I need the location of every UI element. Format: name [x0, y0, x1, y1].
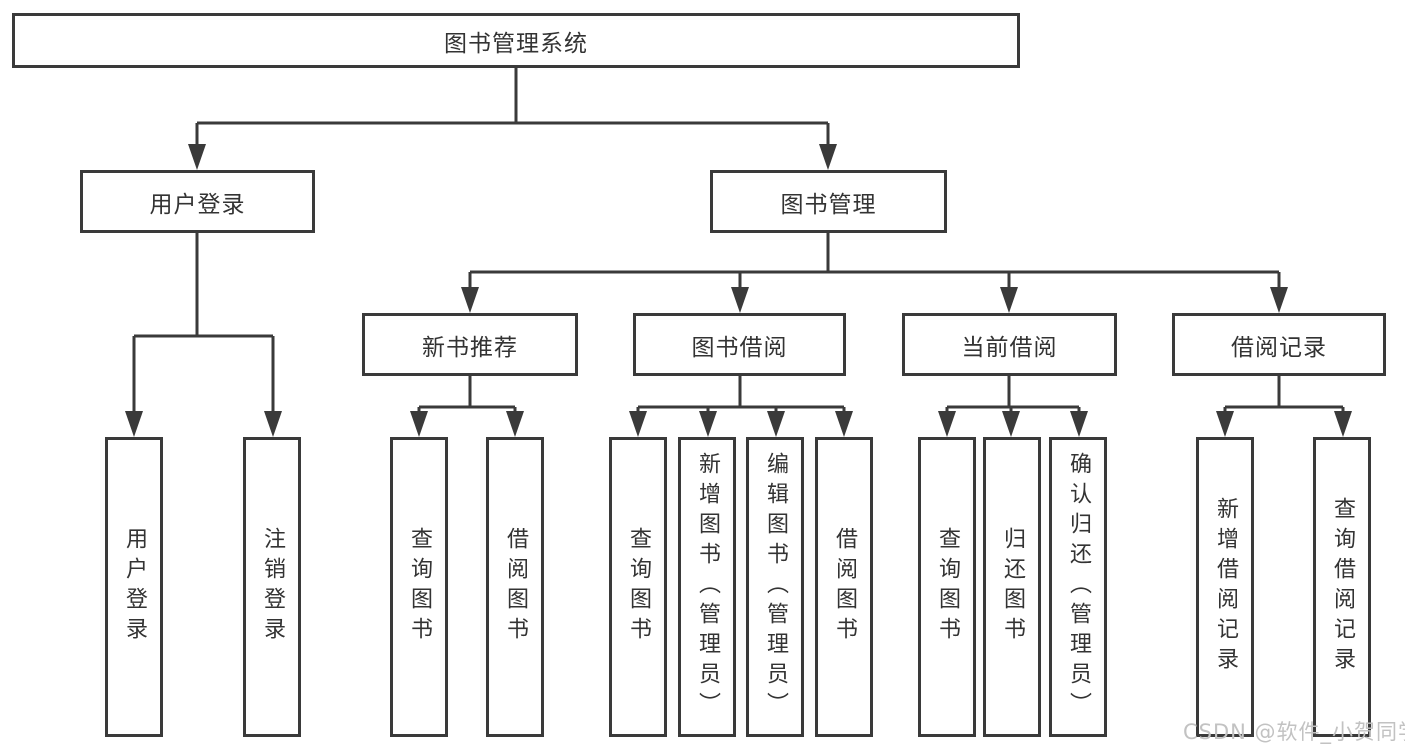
node-logout-label: 注销登录 [260, 527, 285, 647]
connector-current-borrow-children [945, 376, 1081, 413]
node-rec-query-book-label: 查询图书 [407, 527, 432, 647]
node-cb-confirm-return-label: 确认归还（管理员） [1066, 452, 1091, 722]
node-book-mgmt: 图书管理 [710, 170, 947, 233]
node-rec-borrow-book: 借阅图书 [486, 437, 544, 737]
node-cb-query-book: 查询图书 [918, 437, 976, 737]
node-br-query-record-label: 查询借阅记录 [1330, 497, 1355, 677]
node-new-book-rec-label: 新书推荐 [422, 334, 518, 361]
arrowhead-icon [1000, 287, 1018, 313]
node-cb-return-book-label: 归还图书 [1000, 527, 1025, 647]
connector-book-borrow-children [636, 376, 846, 413]
node-cb-confirm-return: 确认归还（管理员） [1049, 437, 1107, 737]
arrowhead-icon [125, 411, 143, 437]
arrowhead-icon [1070, 411, 1088, 437]
connector-borrow-record-children [1223, 376, 1345, 413]
arrowhead-icon [506, 411, 524, 437]
connector-book-mgmt-children [468, 233, 1281, 289]
node-login-label: 用户登录 [122, 527, 147, 647]
node-br-add-record: 新增借阅记录 [1196, 437, 1254, 737]
arrowhead-icon [629, 411, 647, 437]
watermark: CSDN @软件_小贺同学 [1183, 720, 1405, 744]
node-user-login: 用户登录 [80, 170, 315, 233]
node-bb-add-book-label: 新增图书（管理员） [695, 452, 720, 722]
arrowhead-icon [1334, 411, 1352, 437]
node-bb-query-book: 查询图书 [609, 437, 667, 737]
node-root-label: 图书管理系统 [444, 30, 588, 57]
connector-root-to-level2 [195, 68, 830, 146]
node-cb-query-book-label: 查询图书 [935, 527, 960, 647]
arrowhead-icon [410, 411, 428, 437]
arrowhead-icon [938, 411, 956, 437]
node-book-mgmt-label: 图书管理 [780, 191, 877, 218]
arrowhead-icon [1002, 411, 1020, 437]
connector-user-login-children [132, 233, 275, 413]
node-bb-borrow-book: 借阅图书 [815, 437, 873, 737]
arrowhead-icon [264, 411, 282, 437]
connector-new-book-rec-children [417, 376, 517, 413]
node-rec-query-book: 查询图书 [390, 437, 448, 737]
node-user-login-label: 用户登录 [149, 191, 246, 218]
arrowhead-icon [188, 144, 206, 170]
arrowhead-icon [835, 411, 853, 437]
node-book-borrow-label: 图书借阅 [691, 334, 788, 361]
node-br-query-record: 查询借阅记录 [1313, 437, 1371, 737]
arrowhead-icon [461, 287, 479, 313]
node-bb-edit-book-label: 编辑图书（管理员） [763, 452, 788, 722]
arrowhead-icon [819, 144, 837, 170]
node-bb-add-book: 新增图书（管理员） [678, 437, 736, 737]
node-br-add-record-label: 新增借阅记录 [1213, 497, 1238, 677]
node-root: 图书管理系统 [12, 13, 1020, 68]
node-borrow-record-label: 借阅记录 [1231, 334, 1327, 361]
arrowhead-icon [1270, 287, 1288, 313]
node-bb-borrow-book-label: 借阅图书 [832, 527, 857, 647]
node-bb-query-book-label: 查询图书 [626, 527, 651, 647]
arrowhead-icon [767, 411, 785, 437]
node-current-borrow: 当前借阅 [902, 313, 1117, 376]
node-bb-edit-book: 编辑图书（管理员） [746, 437, 804, 737]
node-new-book-rec: 新书推荐 [362, 313, 578, 376]
node-login: 用户登录 [105, 437, 163, 737]
node-current-borrow-label: 当前借阅 [961, 334, 1058, 361]
node-borrow-record: 借阅记录 [1172, 313, 1386, 376]
arrowhead-icon [699, 411, 717, 437]
node-book-borrow: 图书借阅 [633, 313, 846, 376]
arrowhead-icon [1216, 411, 1234, 437]
node-logout: 注销登录 [243, 437, 301, 737]
arrowhead-icon [731, 287, 749, 313]
node-rec-borrow-book-label: 借阅图书 [503, 527, 528, 647]
node-cb-return-book: 归还图书 [983, 437, 1041, 737]
